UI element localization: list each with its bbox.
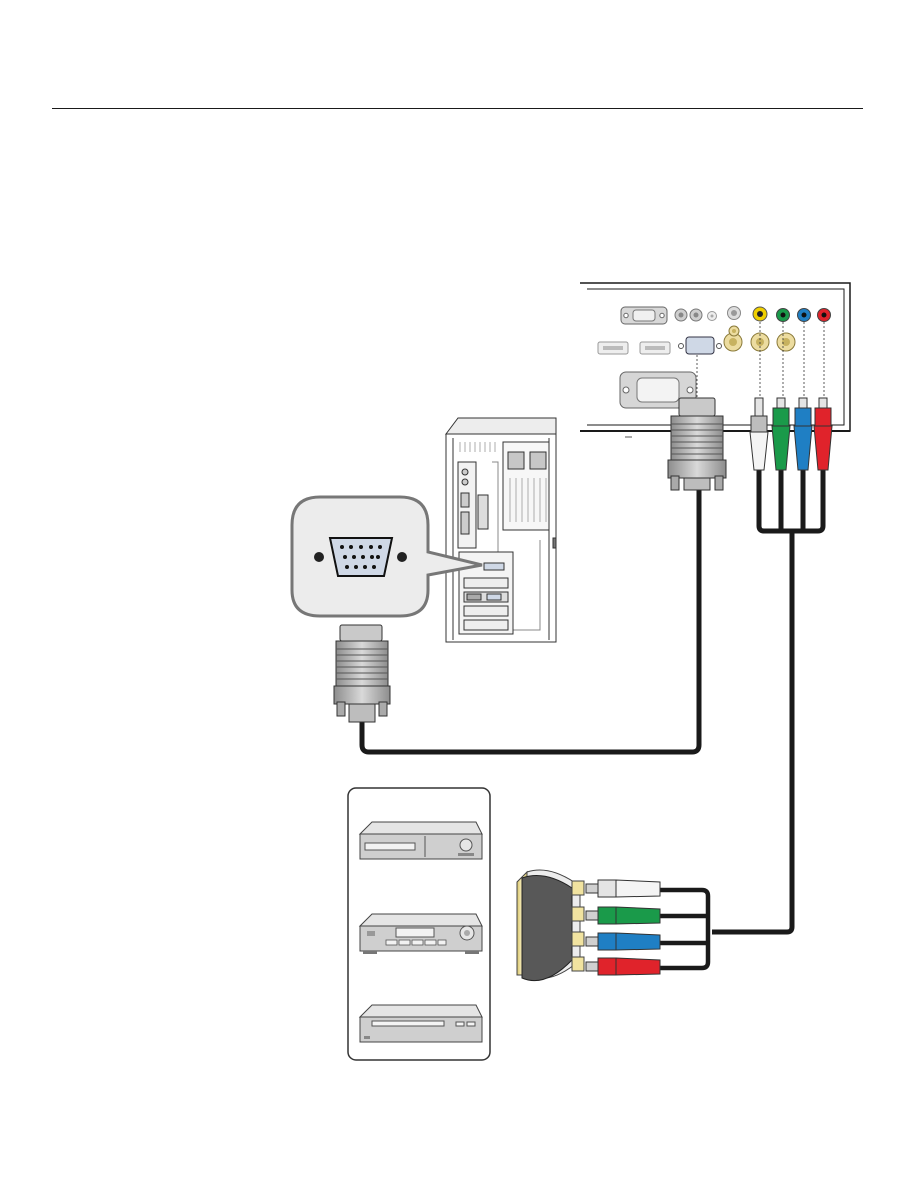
rca-jack-yellow-icon	[753, 307, 767, 321]
rca-connector-white	[750, 398, 768, 470]
svideo-port-icon	[728, 307, 741, 320]
scart-rca-white	[586, 880, 660, 897]
vga-connector-pc	[334, 625, 390, 722]
audio-port-icon	[675, 309, 717, 321]
scart-rca-blue	[586, 933, 660, 950]
scart-rca-cable	[660, 890, 708, 968]
hdmi-port-icon	[598, 342, 670, 354]
vcr-icon	[360, 822, 482, 859]
scart-adapter	[517, 870, 584, 981]
scart-rca-red	[586, 958, 660, 975]
rca-jack-red-icon	[818, 309, 831, 322]
component-cable	[712, 470, 823, 932]
pc-tower	[446, 418, 556, 642]
dvd-player-icon	[360, 1005, 482, 1042]
scart-rca-green	[586, 907, 660, 924]
rs232-port-icon	[621, 307, 667, 324]
rca-connector-blue	[794, 398, 812, 470]
vga-connector	[668, 398, 726, 490]
vga-port-panel-icon	[679, 337, 722, 354]
av-receiver-icon	[360, 914, 482, 954]
rca-connector-green	[772, 398, 790, 470]
din-port-icon	[724, 326, 795, 351]
rca-jack-green-icon	[777, 309, 790, 322]
rca-connector-red	[814, 398, 832, 470]
rca-jack-blue-icon	[798, 309, 811, 322]
